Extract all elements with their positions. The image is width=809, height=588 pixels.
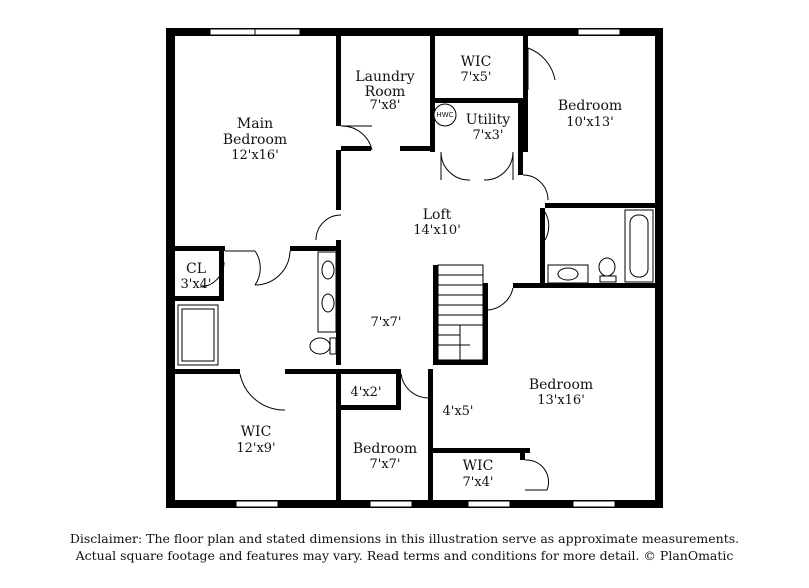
- hall-dim: 4'x5': [442, 404, 473, 419]
- bath-dim: 7'x7': [370, 315, 401, 330]
- laundry-dim: 7'x8': [369, 98, 400, 113]
- bedroom-tr-label: Bedroom: [558, 98, 622, 114]
- bedroom-br-dim: 13'x16': [537, 393, 585, 408]
- wic-br-dim: 7'x4': [462, 475, 493, 490]
- disclaimer-line-1: Disclaimer: The floor plan and stated di…: [69, 531, 740, 546]
- loft-label: Loft: [423, 207, 452, 223]
- loft-dim: 14'x10': [413, 223, 461, 238]
- interior-walls: [175, 36, 655, 500]
- disclaimer: Disclaimer: The floor plan and stated di…: [0, 530, 809, 564]
- fixtures: [177, 103, 654, 366]
- exterior-walls: [166, 28, 663, 508]
- bedroom-br-label: Bedroom: [529, 377, 593, 393]
- wic-main-dim: 12'x9': [236, 441, 275, 456]
- wic-top-dim: 7'x5': [460, 70, 491, 85]
- staircase: [437, 264, 484, 361]
- closet-small-dim: 4'x2': [350, 385, 381, 400]
- hwc-label: HWC: [436, 111, 453, 119]
- cl-label: CL: [186, 261, 206, 277]
- bedroom-small-dim: 7'x7': [369, 457, 400, 472]
- utility-label: Utility: [466, 112, 510, 128]
- wic-br-label: WIC: [463, 458, 494, 474]
- wic-main-label: WIC: [241, 424, 272, 440]
- doors: [199, 47, 556, 491]
- windows: [209, 28, 621, 508]
- bedroom-tr-dim: 10'x13': [566, 115, 614, 130]
- wic-top-label: WIC: [461, 54, 492, 70]
- utility-dim: 7'x3': [472, 128, 503, 143]
- disclaimer-line-2: Actual square footage and features may v…: [75, 548, 734, 563]
- cl-dim: 3'x4': [180, 277, 211, 292]
- bedroom-small-label: Bedroom: [353, 441, 417, 457]
- main-bedroom-dim: 12'x16': [231, 148, 279, 163]
